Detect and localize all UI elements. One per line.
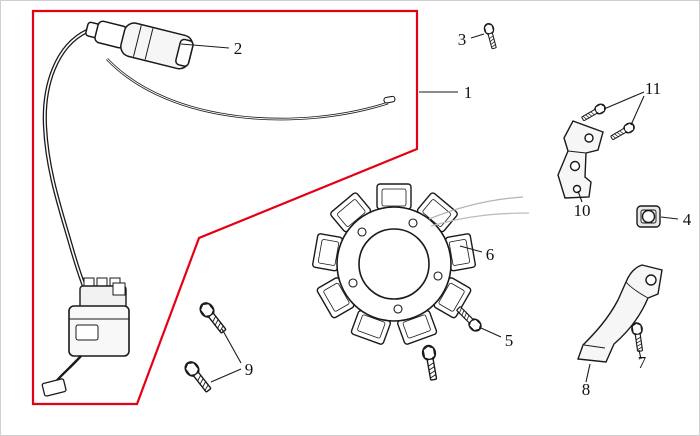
leader-11b xyxy=(630,95,645,126)
bolt-7 xyxy=(630,321,646,353)
part-label-6: 6 xyxy=(486,245,495,264)
bolt-9a xyxy=(196,299,230,336)
leader-2 xyxy=(180,43,230,49)
spark-plug-cap xyxy=(85,20,194,70)
leader-8 xyxy=(585,363,591,383)
leader-11a xyxy=(603,91,645,110)
part-label-4: 4 xyxy=(683,210,692,229)
leader-4 xyxy=(660,216,679,220)
stator-wires xyxy=(428,196,530,227)
bolt-11a xyxy=(579,101,608,124)
leader-lines xyxy=(180,33,679,383)
highlight-outline xyxy=(31,9,419,406)
grommet-4 xyxy=(636,205,661,228)
leader-3 xyxy=(470,33,485,39)
part-label-1: 1 xyxy=(464,83,473,102)
leader-9b xyxy=(210,368,242,383)
bolt-rotor-lower xyxy=(420,343,441,382)
part-label-8: 8 xyxy=(582,380,591,399)
part-label-11: 11 xyxy=(645,79,661,98)
spark-plug-cable xyxy=(42,29,89,295)
bolt-9b xyxy=(181,358,215,395)
leader-6 xyxy=(459,245,483,253)
ignition-coil xyxy=(41,277,130,397)
part-label-7: 7 xyxy=(638,353,647,372)
leader-10 xyxy=(577,190,583,203)
leader-7 xyxy=(638,349,642,360)
coil-lead-wire xyxy=(106,58,396,121)
leader-5 xyxy=(480,327,502,338)
part-label-2: 2 xyxy=(234,39,243,58)
bolt-11b xyxy=(608,120,637,143)
leader-9a xyxy=(221,328,242,364)
bracket-10 xyxy=(557,120,604,199)
bolt-3 xyxy=(482,21,500,51)
bolt-5 xyxy=(453,303,485,335)
part-label-10: 10 xyxy=(574,201,591,220)
part-label-9: 9 xyxy=(245,360,254,379)
part-label-5: 5 xyxy=(505,331,514,350)
part-label-3: 3 xyxy=(458,30,467,49)
stator-rotor xyxy=(312,183,476,345)
bracket-8 xyxy=(577,264,663,363)
